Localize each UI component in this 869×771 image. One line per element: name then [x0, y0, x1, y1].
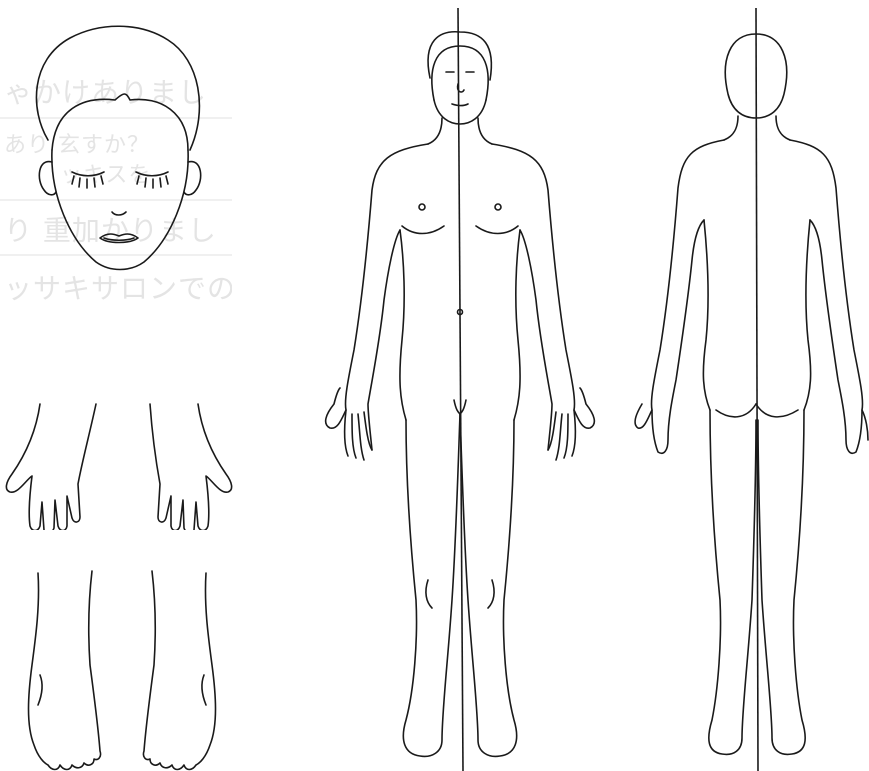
front-body-svg — [310, 0, 610, 771]
face-svg: ゃかけありまし あり 玄すか？ ッキスを り 重加かりまし ッサキサロンでの — [0, 0, 232, 332]
ghost-text-line: ゃかけありまし — [4, 76, 207, 109]
front-body-diagram — [310, 0, 610, 771]
left-foot-outline — [29, 571, 101, 770]
ghost-text-line: ッサキサロンでの — [4, 272, 232, 305]
background-bleedthrough-text: ゃかけありまし あり 玄すか？ ッキスを り 重加かりまし ッサキサロンでの — [0, 76, 232, 305]
left-hand-outline — [6, 404, 96, 530]
face-diagram: ゃかけありまし あり 玄すか？ ッキスを り 重加かりまし ッサキサロンでの — [0, 0, 232, 332]
feet-svg — [18, 565, 218, 771]
feet-diagram — [18, 565, 218, 771]
hands-diagram — [0, 392, 245, 530]
hands-svg — [0, 392, 245, 530]
ghost-text-line: あり 玄すか？ — [4, 133, 150, 158]
back-body-outline — [635, 34, 868, 754]
back-center-line — [756, 8, 758, 771]
back-body-svg — [630, 0, 869, 771]
right-hand-outline — [150, 404, 232, 530]
front-center-line — [458, 8, 463, 771]
right-foot-outline — [143, 571, 215, 770]
back-body-diagram — [630, 0, 869, 771]
